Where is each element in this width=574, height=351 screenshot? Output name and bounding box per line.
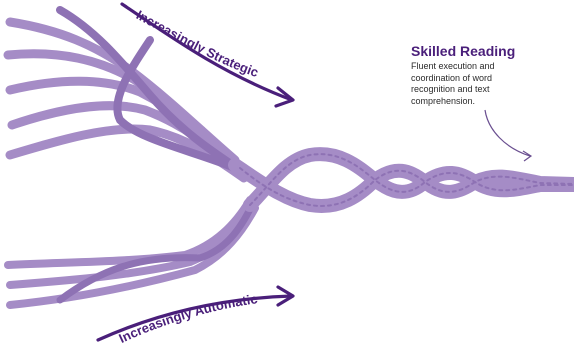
lower-strands <box>4 196 259 309</box>
strategic-arrow <box>120 2 295 108</box>
callout-body: Fluent execution and coordination of wor… <box>411 61 495 106</box>
callout-pointer <box>484 109 533 162</box>
upper-strands <box>3 6 249 183</box>
increasingly-automatic-label: Increasingly Automatic <box>116 291 258 346</box>
callout-title: Skilled Reading <box>411 43 516 59</box>
skilled-reading-callout: Skilled Reading Fluent execution and coo… <box>411 43 531 107</box>
increasingly-strategic-label: Increasingly Strategic <box>134 7 261 80</box>
automatic-arrow <box>96 285 295 342</box>
braided-rope <box>228 147 574 213</box>
